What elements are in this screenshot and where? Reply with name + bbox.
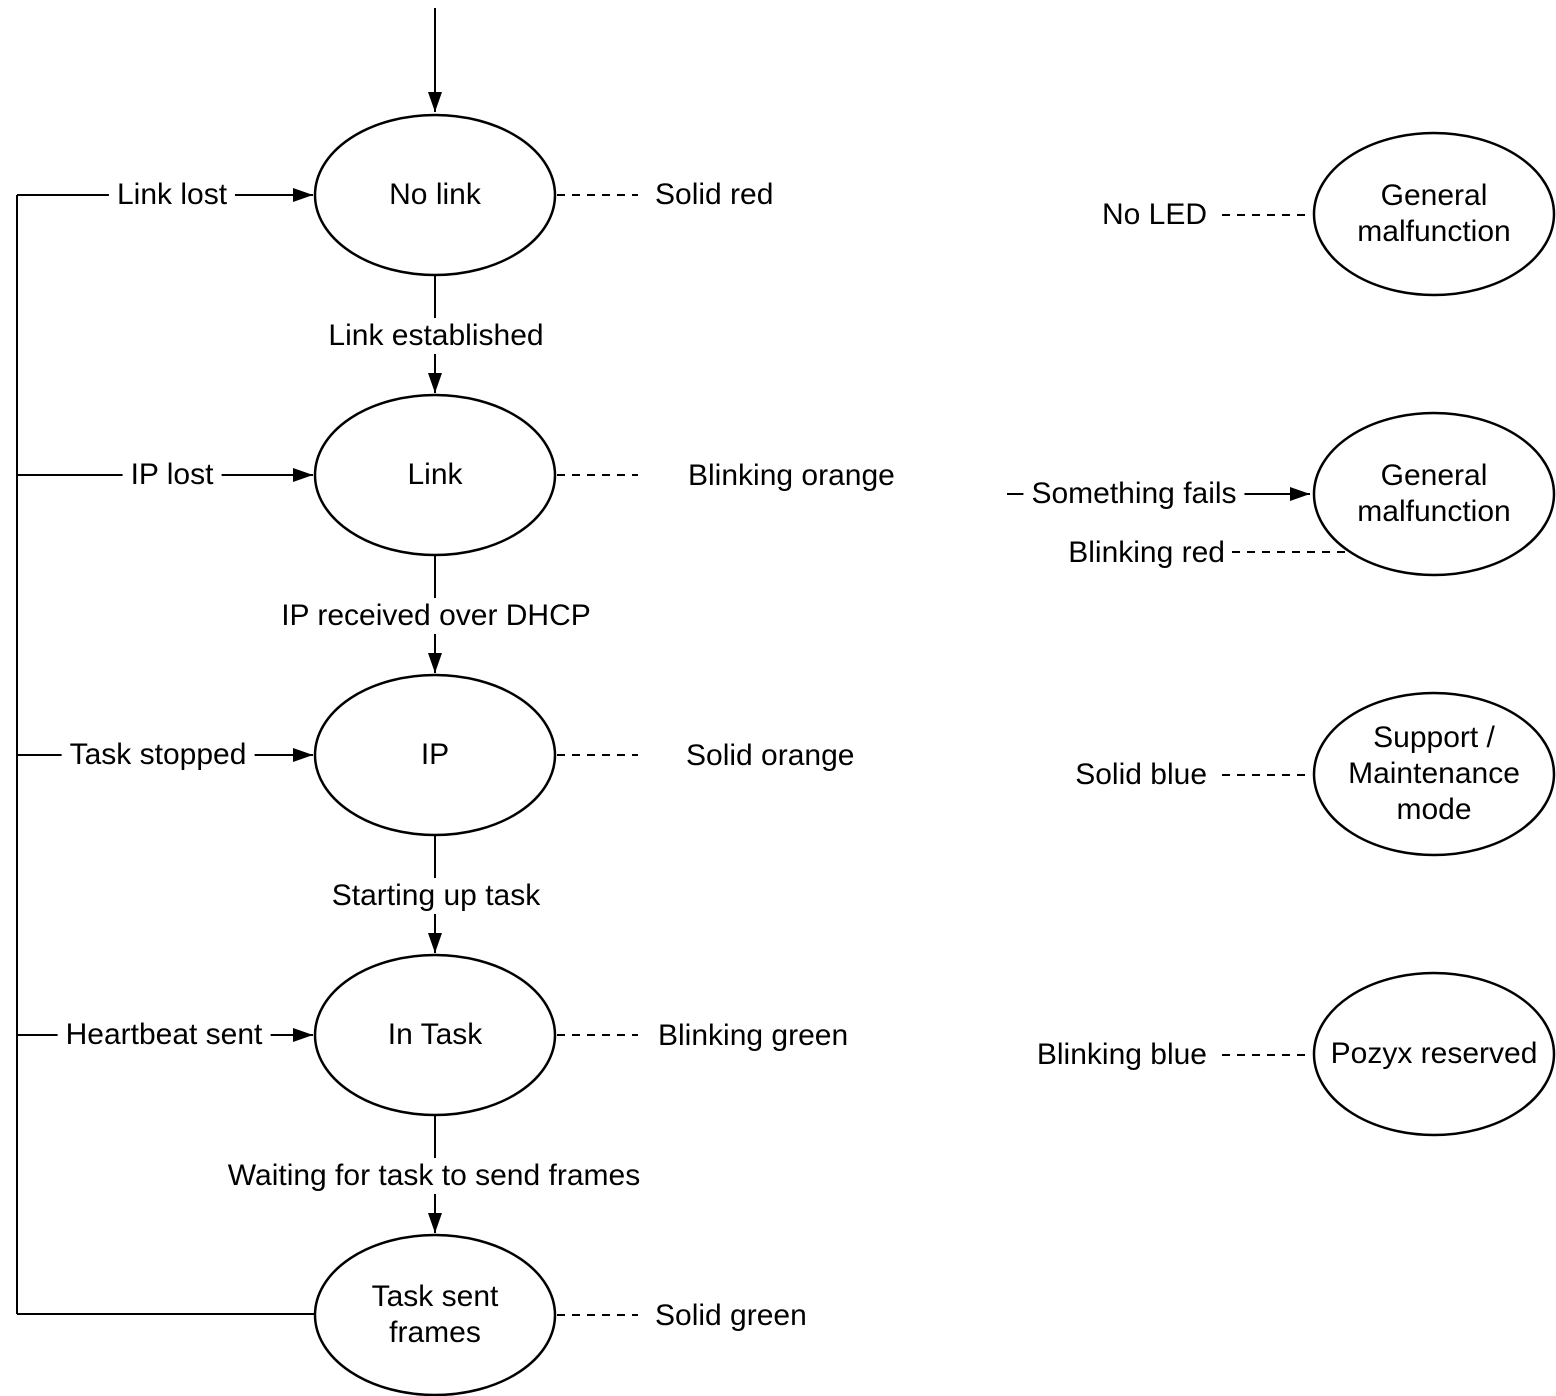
legend-support-maintenance-ellipse xyxy=(1312,691,1556,857)
state-link-label: Link xyxy=(407,458,463,491)
led-label-solid-red: Solid red xyxy=(655,178,774,211)
edge-label-link-lost: Link lost xyxy=(108,177,236,213)
legend-label-solid-blue: Solid blue xyxy=(1075,758,1207,791)
state-in-task-label: In Task xyxy=(387,1018,483,1051)
state-task-sent-frames-label: Task sent frames xyxy=(371,1280,499,1349)
legend-label-blinking-red: Blinking red xyxy=(1068,536,1225,569)
legend-general-malfunction-2-ellipse xyxy=(1312,411,1556,577)
legend-label-something-fails: Something fails xyxy=(1023,476,1245,512)
legend-general-malfunction-2-label: General malfunction xyxy=(1357,459,1511,528)
legend-label-no-led: No LED xyxy=(1101,198,1207,231)
legend-label-blinking-blue: Blinking blue xyxy=(1036,1038,1207,1071)
edge-label-waiting-for-task: Waiting for task to send frames xyxy=(219,1158,649,1194)
edge-label-heartbeat-sent: Heartbeat sent xyxy=(57,1017,271,1053)
led-label-solid-orange: Solid orange xyxy=(686,739,855,772)
led-label-blinking-orange: Blinking orange xyxy=(688,459,895,492)
legend-support-maintenance-label: Support / Maintenance mode xyxy=(1348,721,1520,826)
edge-label-ip-lost: IP lost xyxy=(122,457,222,493)
edge-label-task-stopped: Task stopped xyxy=(61,737,255,773)
legend-pozyx-reserved-ellipse xyxy=(1312,971,1556,1137)
edge-label-starting-up-task: Starting up task xyxy=(323,878,549,914)
edge-label-ip-received-over-dhcp: IP received over DHCP xyxy=(273,598,599,634)
state-no-link-label: No link xyxy=(389,178,481,211)
legend-general-malfunction-1-label: General malfunction xyxy=(1357,179,1511,248)
led-label-solid-green: Solid green xyxy=(655,1299,807,1332)
edge-label-link-established: Link established xyxy=(320,318,552,354)
legend-general-malfunction-1-ellipse xyxy=(1312,131,1556,297)
state-ip-label: IP xyxy=(420,738,450,771)
legend-pozyx-reserved-label: Pozyx reserved xyxy=(1330,1037,1538,1070)
led-label-blinking-green: Blinking green xyxy=(658,1019,849,1052)
